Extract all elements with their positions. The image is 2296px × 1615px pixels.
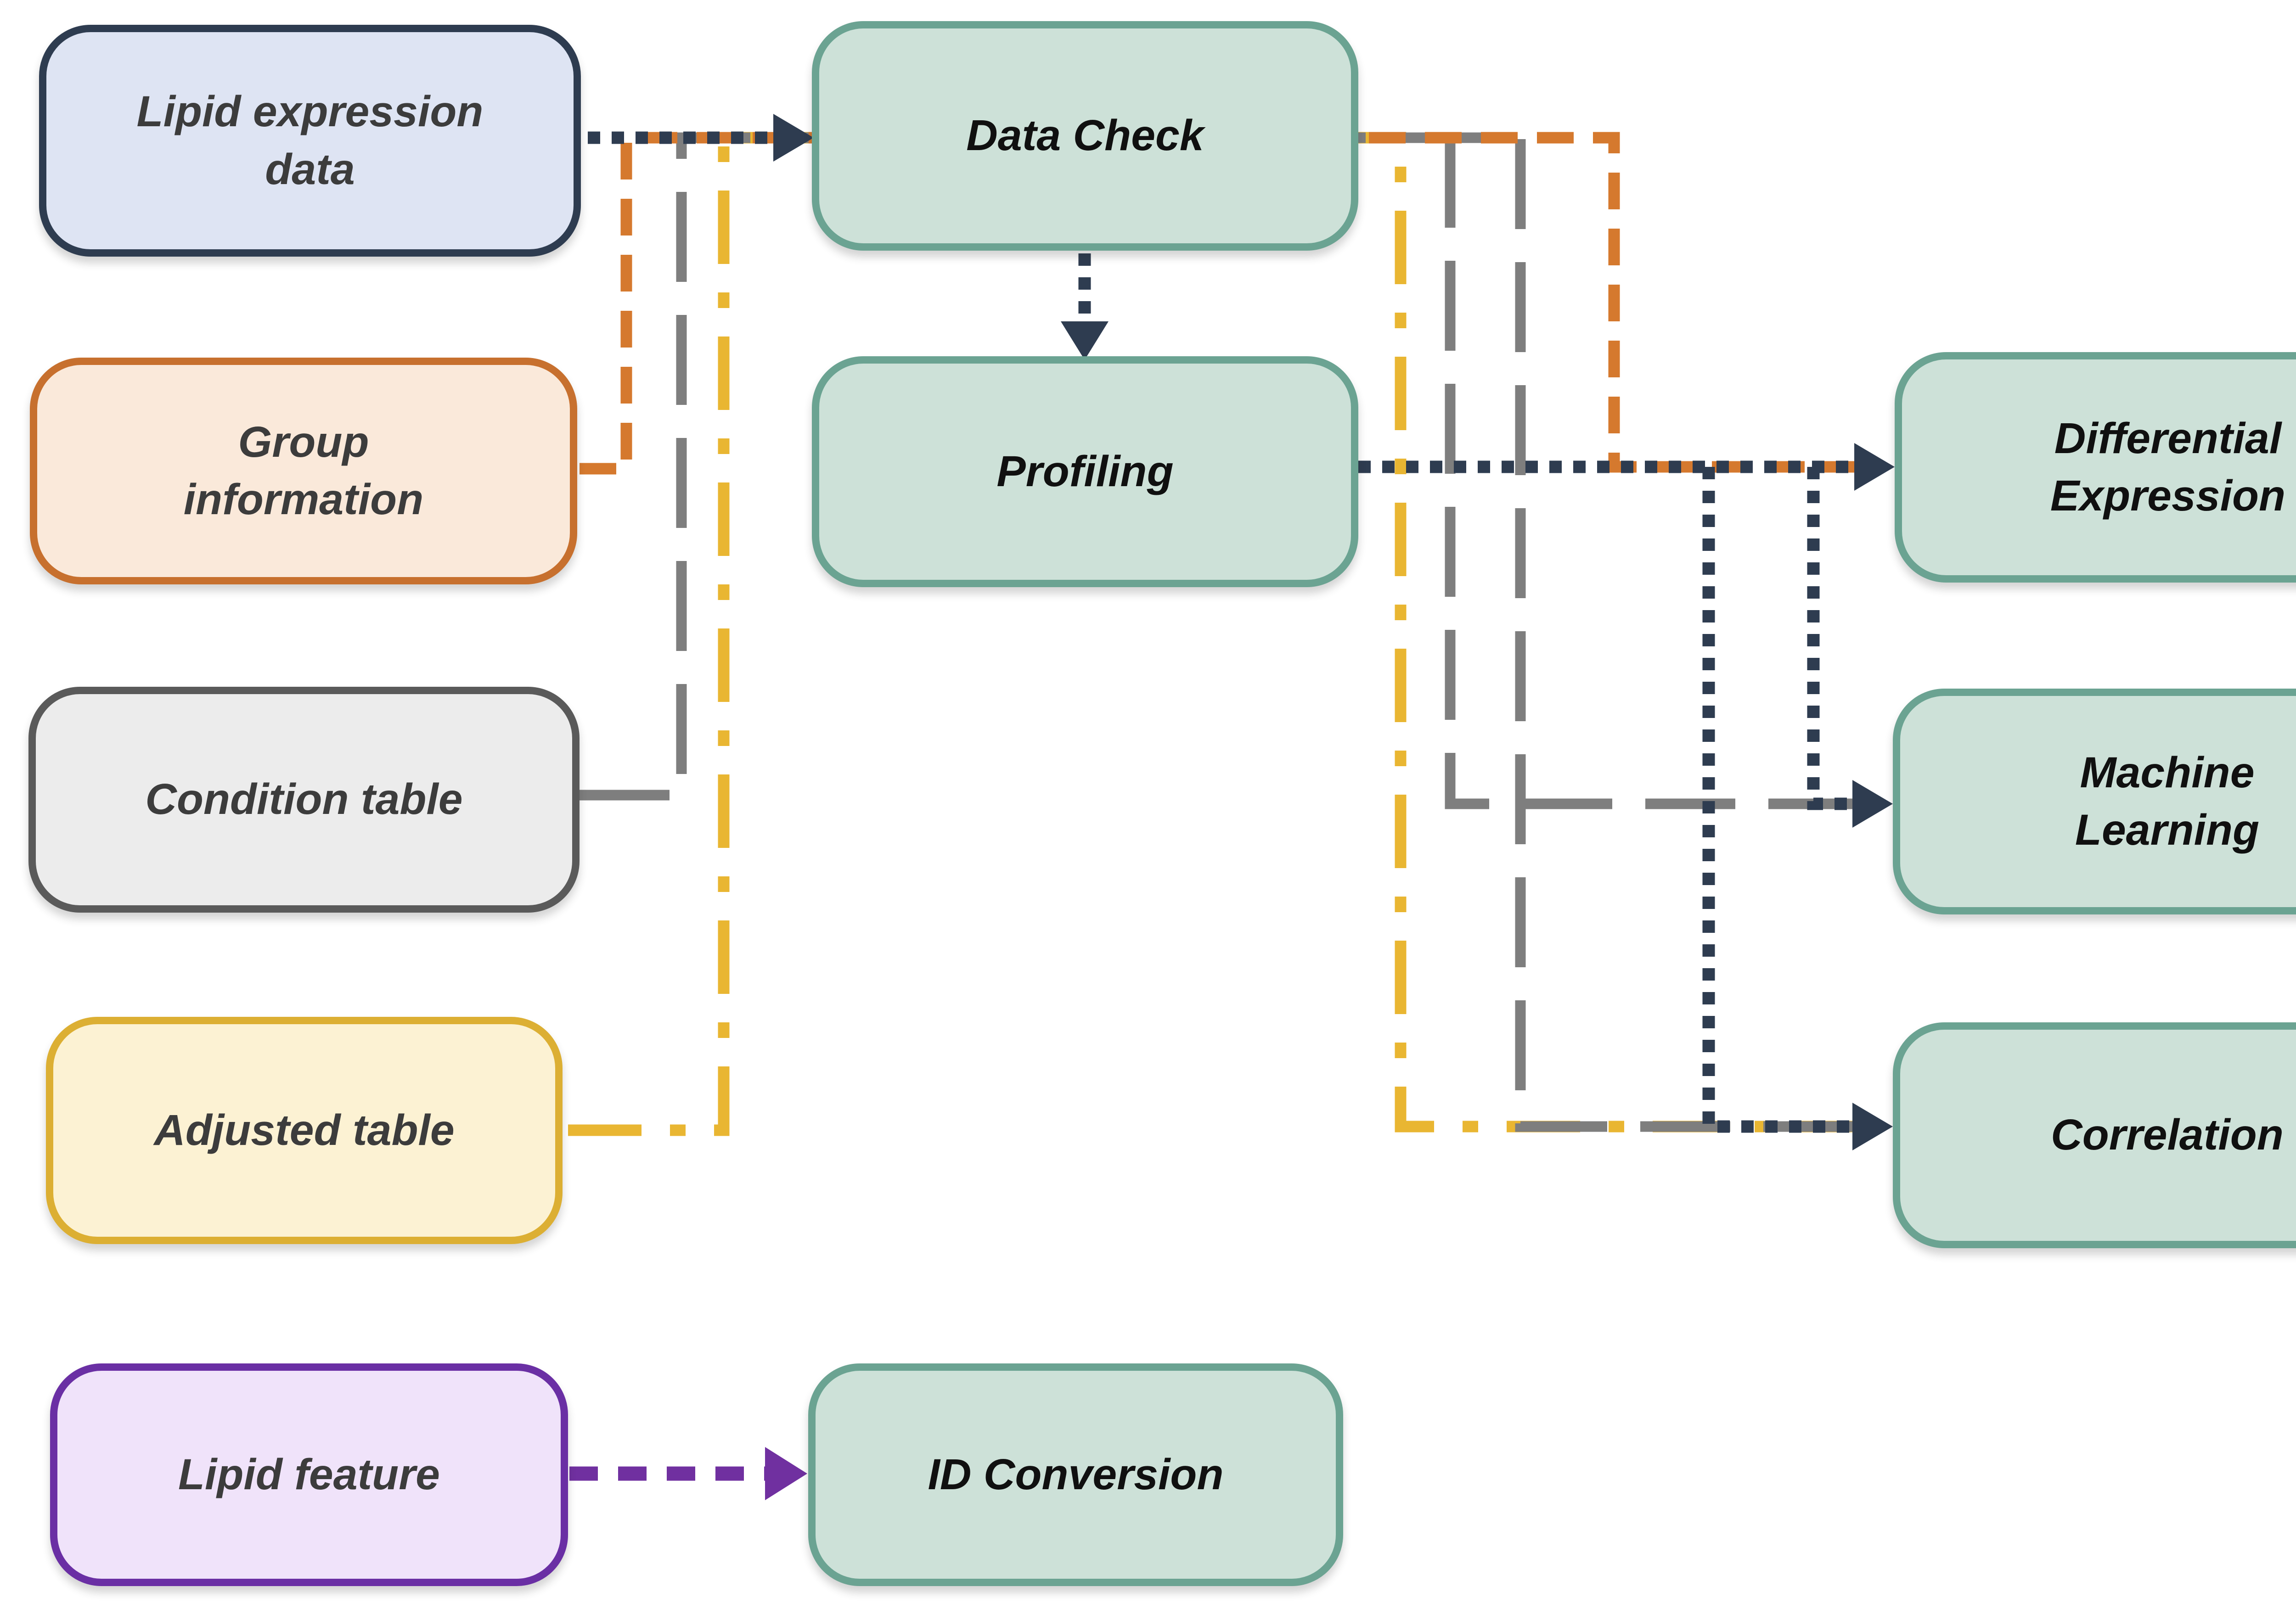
- box-lipid-expression-data: Lipid expression data: [39, 25, 581, 257]
- edge-profiling-to-machine-learning: [1807, 467, 1854, 810]
- arrowhead-into-correlation: [1852, 1103, 1893, 1150]
- arrowhead-into-data-check: [773, 114, 814, 162]
- box-data-check: Data Check: [812, 21, 1358, 251]
- box-adjusted-table: Adjusted table: [46, 1017, 563, 1244]
- edge-condition-table-route-b: [1445, 138, 1854, 809]
- edge-adjusted-table-route: [568, 132, 1854, 1136]
- box-machine-learning: Machine Learning: [1893, 689, 2296, 914]
- edge-condition-table-route-a: [580, 132, 1854, 1132]
- box-lipid-feature: Lipid feature: [50, 1363, 568, 1586]
- arrowhead-into-machine-learning: [1852, 780, 1893, 828]
- arrowhead-into-id-conversion: [765, 1447, 807, 1500]
- box-correlation: Correlation: [1893, 1022, 2296, 1248]
- box-id-conversion: ID Conversion: [808, 1363, 1343, 1586]
- arrowhead-into-differential-expression: [1854, 443, 1895, 491]
- box-differential-expression: Differential Expression: [1895, 352, 2296, 583]
- box-profiling: Profiling: [812, 356, 1358, 587]
- box-group-information: Group information: [30, 358, 577, 584]
- edge-profiling-to-correlation: [1702, 467, 1854, 1133]
- box-condition-table: Condition table: [28, 687, 580, 913]
- arrowhead-into-profiling: [1061, 321, 1109, 360]
